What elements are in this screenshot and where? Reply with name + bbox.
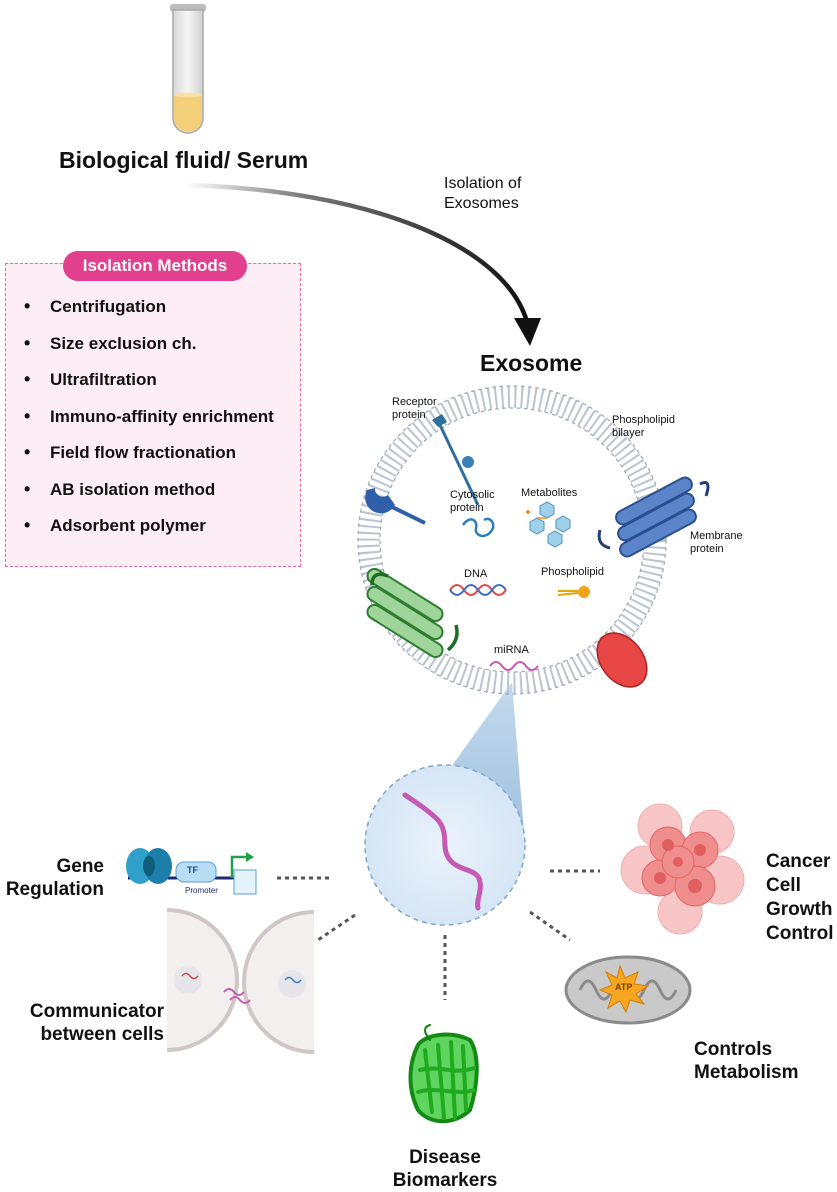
bilayer-label-line2: bilayer: [612, 427, 645, 439]
receptor-protein-icon: [432, 414, 480, 506]
tf-label: TF: [187, 865, 198, 875]
biomarker-protein-icon: [408, 1024, 479, 1124]
biomarkers-label: Disease Biomarkers: [365, 1146, 525, 1192]
membrane-protein-icon: [597, 476, 710, 558]
isolation-arrow-label-line2: Exosomes: [444, 195, 519, 212]
metabolites-label: Metabolites: [521, 487, 578, 499]
cup-receptor-icon: [365, 488, 426, 525]
biomarkers-label-line1: Disease: [409, 1147, 481, 1168]
mirna-icon: [489, 661, 539, 671]
phospholipid-icon: [557, 586, 590, 598]
communicator-label-line2: between cells: [40, 1024, 164, 1045]
method-item: Size exclusion ch.: [24, 329, 274, 366]
dna-icon: [449, 584, 507, 596]
communicator-label: Communicator between cells: [0, 1000, 164, 1046]
metabolism-label-line2: Metabolism: [694, 1062, 799, 1083]
cancer-growth-label: Cancer Cell Growth Control: [766, 850, 834, 946]
red-membrane-protein-icon: [596, 632, 648, 688]
cytosolic-protein-label-line2: protein: [450, 502, 484, 514]
dna-label: DNA: [464, 568, 488, 580]
membrane-protein-label-line2: protein: [690, 543, 724, 555]
cytosolic-protein-label-line1: Cytosolic: [450, 489, 495, 501]
atp-label: ATP: [615, 982, 633, 992]
green-membrane-protein-icon: [366, 567, 459, 659]
method-item: Immuno-affinity enrichment: [24, 402, 274, 439]
cancer-cell-icon: [620, 803, 745, 935]
mirna-label: miRNA: [494, 644, 529, 656]
cancer-growth-label-line1: Cancer: [766, 851, 831, 872]
mitochondrion-icon: [564, 955, 692, 1025]
cytosolic-protein-label: Cytosolic protein: [450, 489, 495, 515]
gene-regulation-label: Gene Regulation: [0, 855, 104, 901]
isolation-arrow-label-line1: Isolation of: [444, 175, 522, 192]
gene-regulation-label-line2: Regulation: [5, 879, 104, 900]
isolation-methods-title: Isolation Methods: [63, 251, 247, 281]
biomarkers-label-line2: Biomarkers: [392, 1170, 498, 1191]
membrane-protein-label: Membrane protein: [690, 530, 743, 556]
connector-lines: [277, 869, 600, 1000]
metabolites-icon: [526, 501, 571, 548]
gene-regulation-icon: [126, 848, 257, 895]
communicator-label-line1: Communicator: [29, 1001, 164, 1022]
membrane-protein-label-line1: Membrane: [690, 530, 743, 542]
metabolism-label-line1: Controls: [694, 1039, 773, 1060]
method-item: Ultrafiltration: [24, 365, 274, 402]
isolation-arrow-label: Isolation of Exosomes: [444, 174, 521, 214]
phospholipid-label: Phospholipid: [541, 566, 604, 578]
isolation-methods-list: Centrifugation Size exclusion ch. Ultraf…: [24, 292, 274, 548]
method-item: Adsorbent polymer: [24, 511, 274, 548]
bilayer-label: Phospholipid bilayer: [612, 414, 675, 440]
exosome-title: Exosome: [480, 350, 583, 376]
metabolism-label: Controls Metabolism: [694, 1038, 799, 1084]
method-item: Centrifugation: [24, 292, 274, 329]
method-item: Field flow fractionation: [24, 438, 274, 475]
cytosolic-protein-icon: [461, 517, 495, 538]
gene-regulation-label-line1: Gene: [56, 856, 104, 877]
zoom-circle: [364, 764, 526, 926]
communicator-cells-icon: [166, 908, 315, 1054]
method-item: AB isolation method: [24, 475, 274, 512]
receptor-protein-label-line2: protein: [392, 409, 426, 421]
cancer-growth-label-line4: Control: [766, 923, 834, 944]
cancer-growth-label-line2: Cell: [766, 875, 801, 896]
receptor-protein-label-line1: Receptor: [392, 396, 437, 408]
promoter-label: Promoter: [185, 886, 218, 895]
source-label: Biological fluid/ Serum: [59, 147, 309, 173]
receptor-protein-label: Receptor protein: [392, 396, 437, 422]
test-tube-icon: [170, 4, 206, 134]
isolation-arrow: [182, 182, 541, 346]
bilayer-label-line1: Phospholipid: [612, 414, 675, 426]
cancer-growth-label-line3: Growth: [766, 899, 833, 920]
